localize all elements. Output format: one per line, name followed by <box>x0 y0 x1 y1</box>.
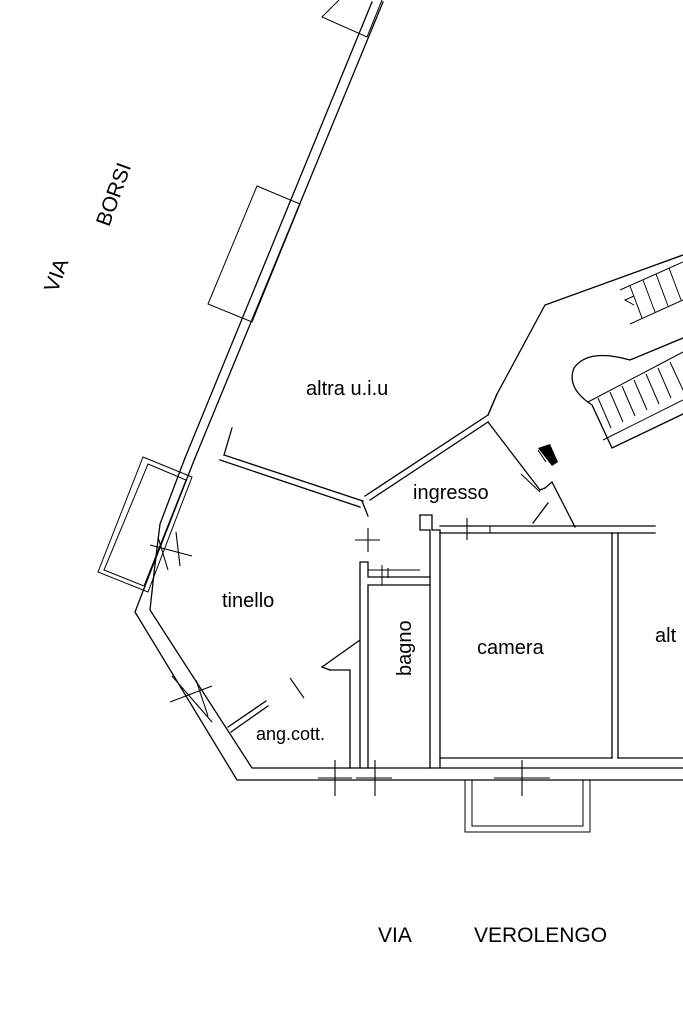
staircase <box>571 261 683 449</box>
room-label-ingresso: ingresso <box>413 482 489 504</box>
exterior-walls <box>134 457 683 781</box>
wall-camera <box>439 532 683 759</box>
window-markers <box>149 518 550 796</box>
room-label-bagno: bagno <box>394 620 416 676</box>
wall-ingresso-rooms <box>419 514 656 769</box>
room-label-ang-cott: ang.cott. <box>256 724 326 744</box>
entrance-arrow-icon <box>537 444 558 466</box>
balcony-bottom <box>464 780 591 833</box>
street-label-verolengo: VEROLENGO <box>474 924 608 947</box>
room-label-altra-right: alt <box>655 625 677 647</box>
room-label-altra-uiu: altra u.i.u <box>306 378 389 400</box>
balcony-left <box>97 456 193 593</box>
entrance-walls <box>520 473 576 528</box>
wall-ingresso-altra <box>364 254 683 501</box>
wall-bagno <box>359 561 431 769</box>
street-label-via-bottom: VIA <box>378 924 412 947</box>
wall-kitchenette <box>227 639 361 769</box>
wall-tinello-altra <box>219 427 369 517</box>
facade-via-borsi <box>184 0 384 459</box>
room-label-tinello: tinello <box>222 590 275 612</box>
room-label-camera-text: camera <box>477 637 544 659</box>
